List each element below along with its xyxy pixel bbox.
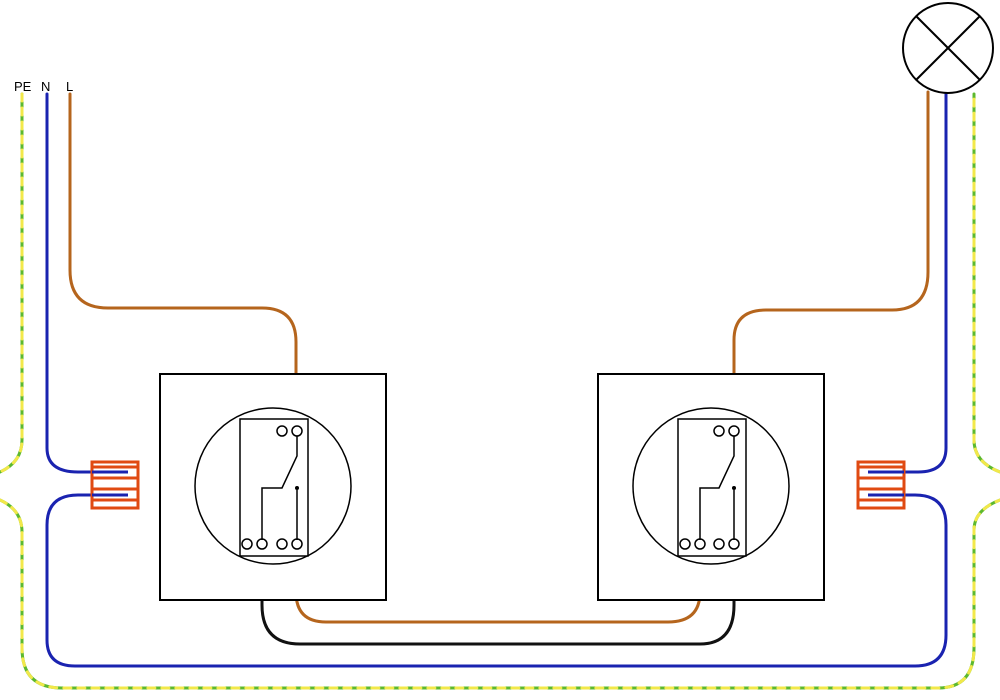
connector-left	[90, 460, 140, 510]
earth-wire	[0, 92, 1000, 690]
switch-right-ring	[632, 407, 790, 565]
switch-left-body	[239, 418, 309, 557]
switch-right-plate	[597, 373, 825, 601]
neutral-wire-supply	[45, 92, 130, 474]
switch-left-terminal	[241, 538, 253, 550]
switch-left-contact	[295, 486, 299, 490]
phase-wire	[68, 90, 930, 624]
switch-right-lever	[699, 436, 735, 540]
switch-left-terminal	[256, 538, 268, 550]
switch-left-ring	[194, 407, 352, 565]
phase-wire-traveler	[294, 542, 702, 624]
earth-wire-stripe	[0, 92, 1000, 690]
neutral-wire-bottom	[45, 493, 948, 668]
neutral-wire	[45, 90, 948, 668]
neutral-wire-lamp	[866, 90, 948, 474]
label-l: L	[66, 79, 73, 94]
switch-left-terminal	[276, 425, 288, 437]
switch-left-plate	[159, 373, 387, 601]
switch-right-terminal	[713, 425, 725, 437]
lamp-cross-b	[915, 15, 981, 81]
switch-right-terminal	[694, 538, 706, 550]
phase-wire-lamp	[732, 90, 930, 432]
connector-right	[856, 460, 906, 510]
switch-left-terminal	[291, 538, 303, 550]
switch-right-terminal	[728, 425, 740, 437]
switch-left-terminal	[276, 538, 288, 550]
switch-left	[159, 373, 387, 601]
label-n: N	[41, 79, 50, 94]
switch-right-terminal	[713, 538, 725, 550]
switch-right-body	[677, 418, 747, 557]
switch-right-terminal	[728, 538, 740, 550]
switch-right-contact	[732, 486, 736, 490]
switch-right-terminal	[679, 538, 691, 550]
lamp-symbol	[902, 2, 994, 94]
earth-wire-path	[0, 92, 1000, 690]
switch-left-lever	[261, 436, 298, 540]
switch-left-terminal	[291, 425, 303, 437]
label-pe: PE	[14, 79, 32, 94]
switch-right	[597, 373, 825, 601]
traveler-wire	[260, 542, 736, 646]
phase-wire-supply	[68, 92, 298, 432]
